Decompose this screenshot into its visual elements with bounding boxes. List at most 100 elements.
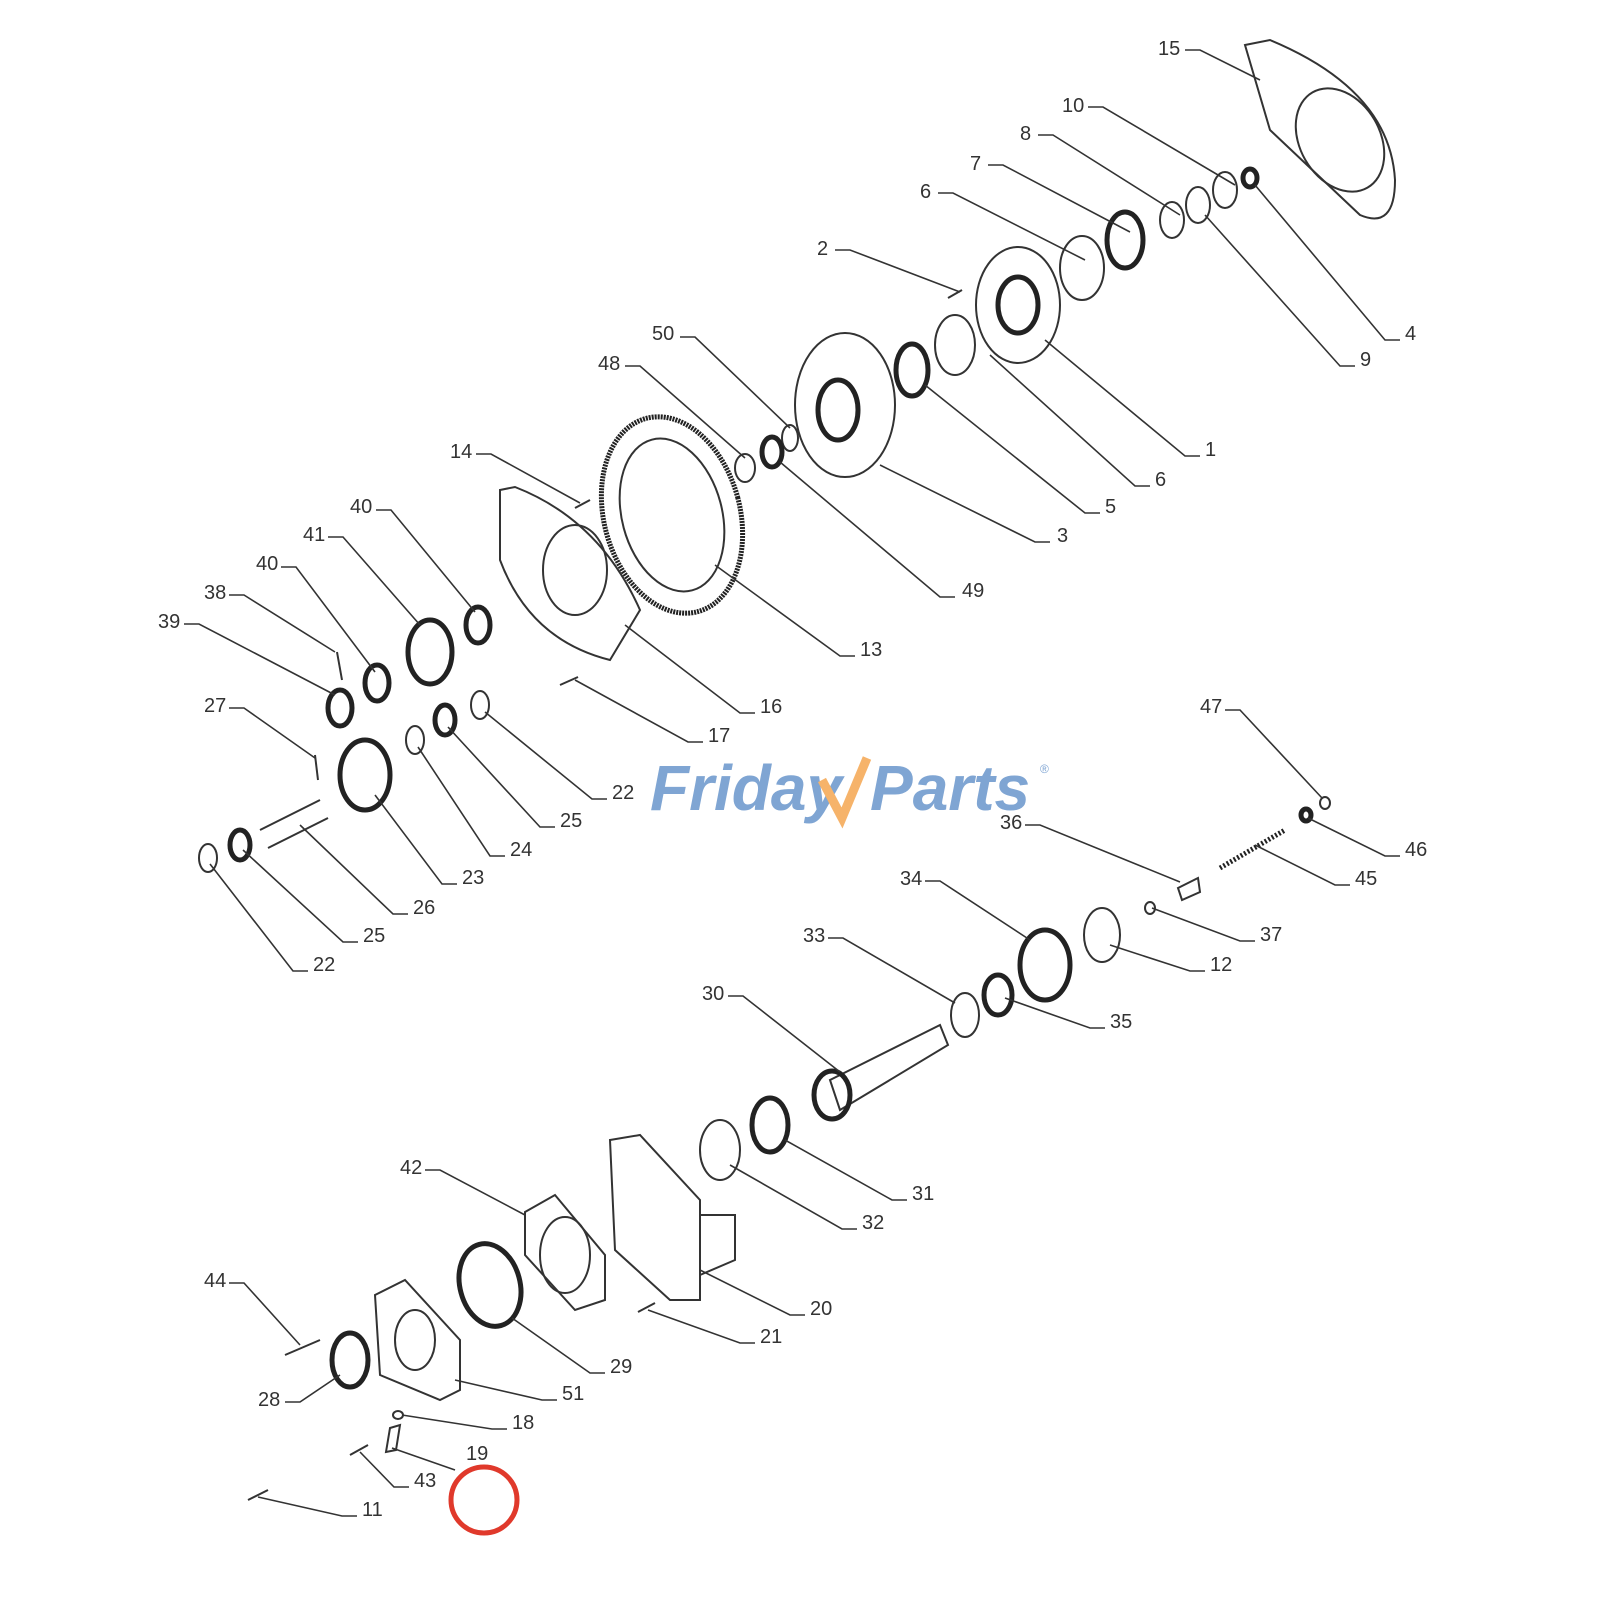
leader-line [281,566,376,673]
part-number-label: 25 [363,925,385,947]
part-number-label: 33 [803,925,825,947]
part-number-label: 10 [1062,95,1084,117]
part-22-washer [470,690,490,720]
part-number-label: 35 [1110,1011,1132,1033]
callout-13: 13 [714,564,882,661]
part-number-label: 3 [1057,525,1068,547]
leader-line [425,1169,526,1216]
callout-7: 7 [970,153,1131,233]
part-44-bolt [284,1339,321,1356]
part-31-bearing [749,1095,791,1155]
leader-line [625,365,746,459]
part-number-label: 24 [510,839,532,861]
part-37 [1144,901,1156,915]
callout-42: 42 [400,1157,526,1216]
part-11-bolt [247,1489,269,1501]
part-number-label: 11 [362,1499,383,1521]
leader-line [988,164,1131,233]
leader-line [209,863,308,972]
part-29-oring [456,1241,524,1329]
part-6-cup [1059,235,1105,301]
part-number-label: 27 [204,695,226,717]
callout-38: 38 [204,582,336,653]
part-16-hole [542,524,608,616]
part-number-label: 1 [1205,439,1216,461]
leader-line [257,1496,357,1517]
leader-line [1025,824,1181,883]
logo-registered-mark: ® [1040,762,1049,776]
part-number-label: 38 [204,582,226,604]
part-51-cover [373,1278,461,1402]
part-number-label: 43 [414,1470,436,1492]
callout-5: 5 [924,384,1116,518]
parts-drawing [198,38,1397,1501]
part-number-label: 20 [810,1298,832,1320]
callout-46: 46 [1307,817,1427,861]
leader-line [1109,944,1205,972]
leader-line [454,1379,557,1401]
part-number-label: 15 [1158,38,1180,60]
callout-27: 27 [204,695,316,759]
part-32-cup [699,1119,741,1181]
part-number-label: 17 [708,725,730,747]
part-9 [1185,186,1211,224]
part-number-label: 25 [560,810,582,832]
callout-39: 39 [158,611,336,696]
part-25-bearing-2 [227,827,253,863]
part-number-label: 44 [204,1270,226,1292]
leader-line [299,824,408,915]
part-28-seal [329,1330,371,1390]
callout-43: 43 [359,1451,436,1492]
part-4 [1240,166,1260,190]
callout-44: 44 [204,1270,301,1346]
callout-2: 2 [817,238,961,293]
callout-33: 33 [803,925,956,1004]
callout-30: 30 [702,983,841,1073]
part-18-oring [392,1410,404,1420]
part-21-bolt [637,1302,656,1313]
callout-22: 22 [209,863,335,976]
part-number-label: 26 [413,897,435,919]
callout-19: 19 [391,1443,488,1471]
callout-16: 16 [624,624,782,718]
part-42-gasket [524,1193,606,1312]
callout-15: 15 [1158,38,1261,81]
leader-line [242,849,358,943]
leader-line [1185,49,1261,81]
part-number-label: 42 [400,1157,422,1179]
callout-36: 36 [1000,812,1181,883]
callout-3: 3 [879,464,1068,547]
part-40-bearing [463,604,493,646]
leader-line [779,461,955,598]
leader-line [511,1317,605,1374]
part-6-ring [934,314,976,376]
part-number-label: 13 [860,639,882,661]
part-number-label: 47 [1200,696,1222,718]
leader-line [989,354,1150,487]
leader-line [476,453,581,504]
part-26-shaft [259,799,329,849]
part-number-label: 18 [512,1412,534,1434]
part-25-bearing [432,702,458,738]
callout-9: 9 [1204,214,1371,371]
leader-line [924,384,1100,514]
leader-line [374,794,457,885]
callout-21: 21 [647,1309,782,1348]
callout-34: 34 [900,868,1031,941]
leader-line [1088,106,1236,186]
part-number-label: 29 [610,1356,632,1378]
leader-line [1038,134,1181,216]
callout-11: 11 [257,1496,383,1521]
part-cover-15-hole [1294,87,1386,193]
part-35 [981,972,1015,1018]
part-27-key [314,754,319,781]
part-number-label: 39 [158,611,180,633]
part-36-plunger [1176,876,1202,902]
part-number-label: 7 [970,153,981,175]
leader-line [624,624,755,714]
leader-line [714,564,855,657]
part-3-carrier [794,332,896,478]
watermark-logo: Friday Parts ® [650,752,1049,829]
part-20-housing [608,1133,701,1301]
leader-line [699,1269,805,1316]
